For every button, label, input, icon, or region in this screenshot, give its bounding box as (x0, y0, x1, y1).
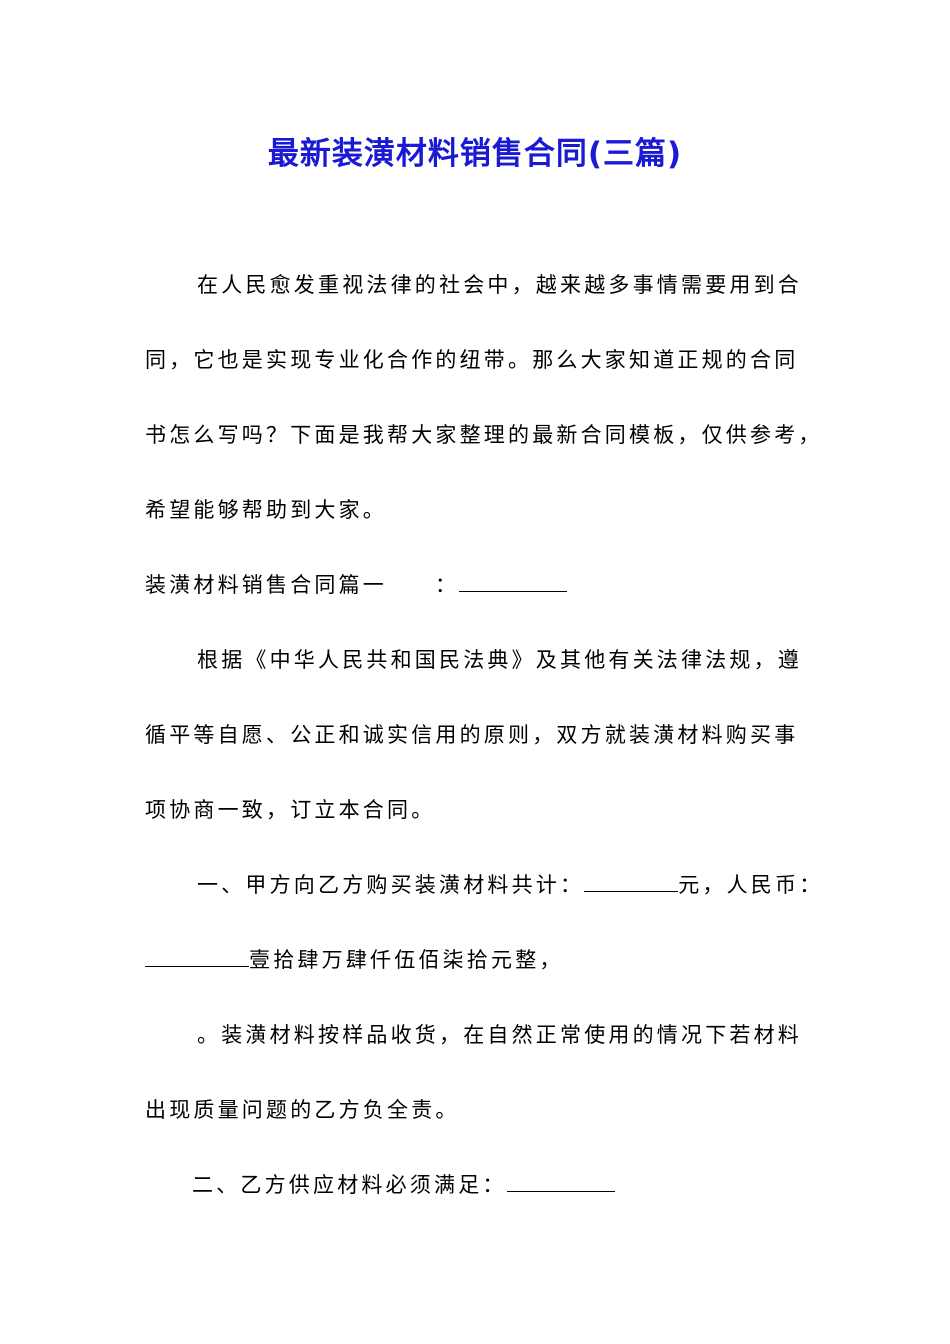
clause1-line-2: 壹拾肆万肆仟伍佰柒拾元整， (145, 945, 564, 975)
blank-field[interactable] (145, 946, 249, 967)
clause1b-line-1: 。装潢材料按样品收货，在自然正常使用的情况下若材料 (197, 1023, 802, 1047)
section-heading-colon: ： (435, 573, 460, 597)
intro-line-4: 希望能够帮助到大家。 (145, 498, 387, 522)
para1-line-2: 循平等自愿、公正和诚实信用的原则，双方就装潢材料购买事 (145, 723, 799, 747)
intro-line-1: 在人民愈发重视法律的社会中，越来越多事情需要用到合 (197, 273, 802, 297)
para1-line-1: 根据《中华人民共和国民法典》及其他有关法律法规，遵 (197, 648, 802, 672)
section-heading: 装潢材料销售合同篇一 ： (145, 570, 568, 600)
para1-line-3: 项协商一致，订立本合同。 (145, 798, 436, 822)
clause1-mid: 元，人民币： (678, 873, 824, 897)
intro-line-3: 书怎么写吗？下面是我帮大家整理的最新合同模板，仅供参考， (145, 423, 823, 447)
clause2-text: 二、乙方供应材料必须满足： (192, 1173, 507, 1197)
clause2-line: 二、乙方供应材料必须满足： (192, 1170, 615, 1200)
clause1-amount: 壹拾肆万肆仟伍佰柒拾元整， (249, 948, 564, 972)
clause1-prefix: 一、甲方向乙方购买装潢材料共计： (197, 873, 585, 897)
clause1b-line-2: 出现质量问题的乙方负全责。 (145, 1098, 460, 1122)
clause1-line-1: 一、甲方向乙方购买装潢材料共计： 元，人民币： (197, 870, 823, 900)
blank-field[interactable] (584, 871, 679, 892)
intro-line-2: 同，它也是实现专业化合作的纽带。那么大家知道正规的合同 (145, 348, 799, 372)
section-heading-text: 装潢材料销售合同篇一 (145, 573, 387, 597)
blank-field[interactable] (506, 1171, 615, 1192)
blank-field[interactable] (459, 571, 568, 592)
document-title: 最新装潢材料销售合同(三篇) (267, 136, 683, 172)
